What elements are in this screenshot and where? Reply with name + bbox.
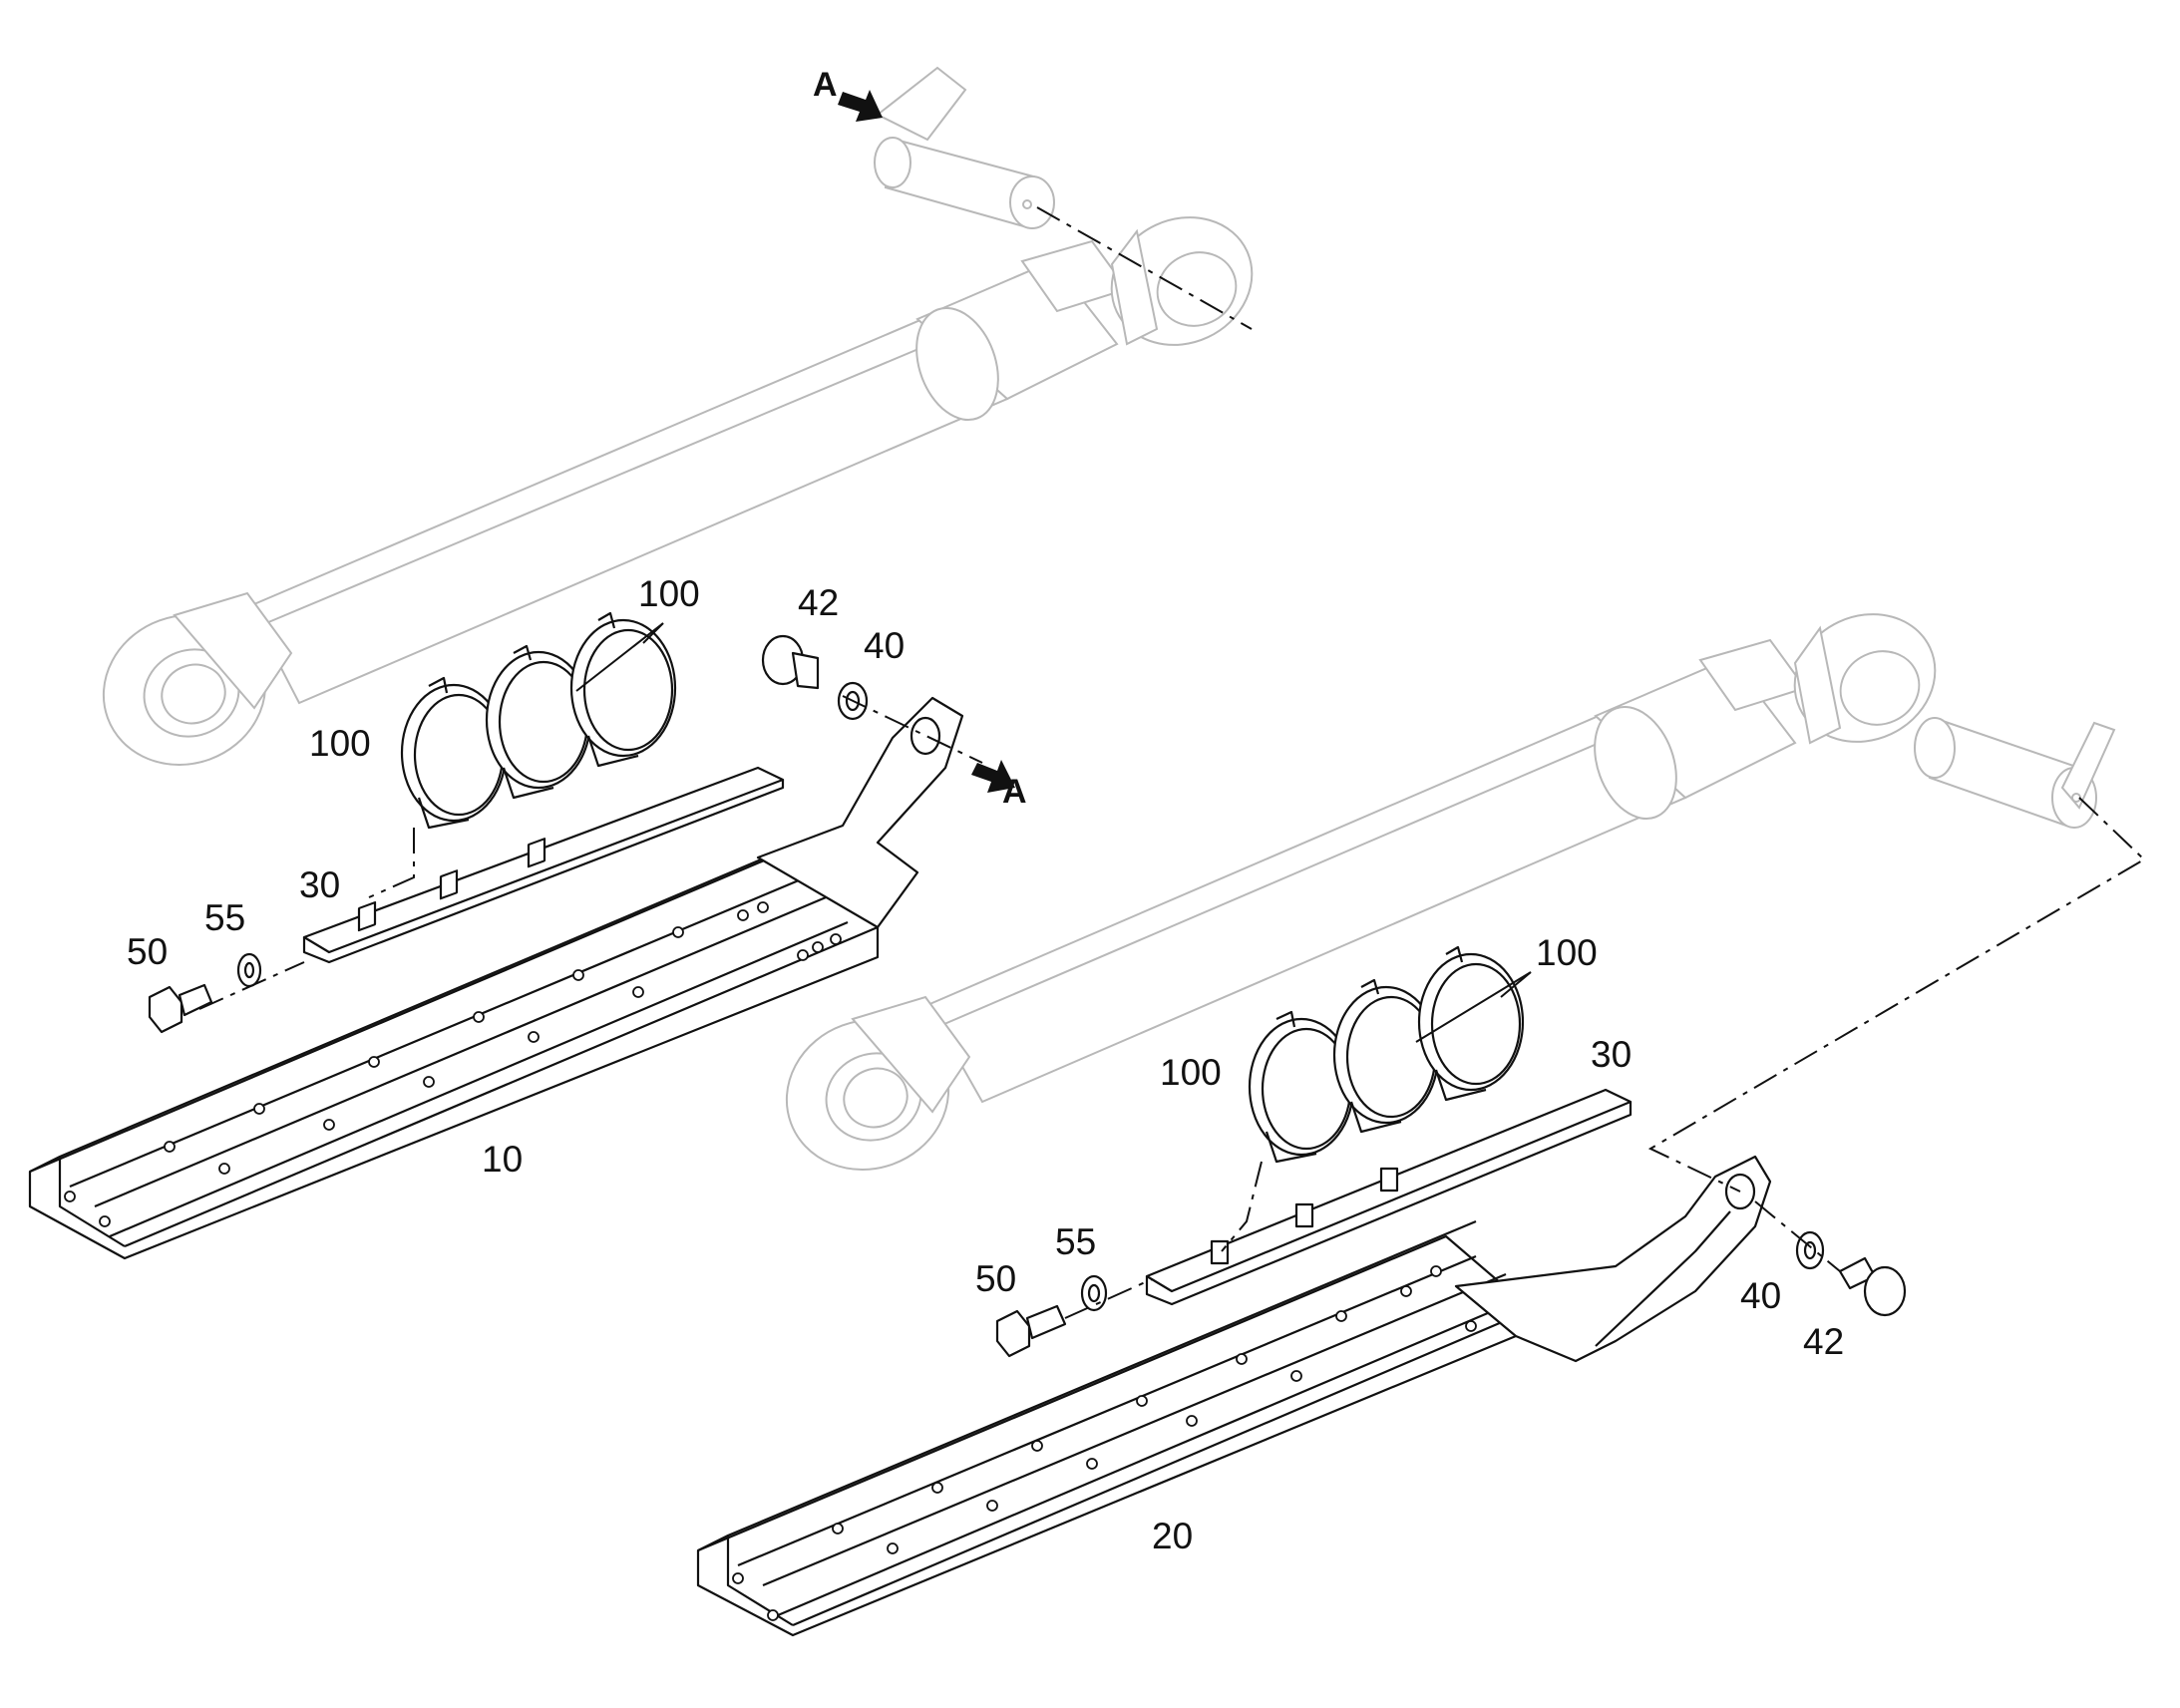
view-label-a-top: A [813, 66, 838, 104]
mounting-strip-30-right [1145, 1088, 1633, 1306]
callout-100-left-upper: 100 [638, 573, 700, 614]
callout-100-left-lower: 100 [309, 723, 371, 764]
callout-30-right: 30 [1591, 1034, 1632, 1075]
callout-50-right: 50 [975, 1258, 1016, 1299]
guard-channel-20 [696, 1155, 1772, 1637]
callout-42-right: 42 [1803, 1321, 1844, 1362]
callout-55-right: 55 [1055, 1221, 1096, 1262]
hose-clamps-100-right [1248, 945, 1525, 1164]
hydraulic-cylinder-lower-ghosted [785, 613, 2116, 1171]
callout-20: 20 [1152, 1516, 1193, 1556]
hose-clamps-100-left [400, 611, 677, 830]
callout-100-right-lower: 100 [1160, 1052, 1222, 1093]
hydraulic-cylinder-upper-ghosted [102, 66, 1254, 766]
rivets-20 [732, 1265, 1477, 1621]
bolt-42-left [761, 634, 820, 690]
mounting-strip-30-left [302, 766, 785, 964]
callout-40-right: 40 [1740, 1275, 1781, 1316]
view-arrow-right [971, 760, 1015, 793]
callout-100-right-upper: 100 [1536, 932, 1598, 973]
leader-lines [575, 622, 1532, 1043]
callout-42-left: 42 [798, 582, 839, 623]
bolt-42-right [1838, 1256, 1907, 1317]
view-arrow-top [838, 90, 883, 122]
callout-55-left: 55 [204, 897, 245, 938]
guard-channel-10 [28, 696, 964, 1260]
washer-55-left [236, 952, 262, 988]
view-label-a-right: A [1002, 773, 1027, 811]
bolt-50-right [995, 1304, 1067, 1358]
rivets-10 [64, 901, 842, 1227]
callout-50-left: 50 [127, 931, 168, 972]
callout-10: 10 [482, 1139, 523, 1180]
assembly-center-lines [198, 206, 2146, 1319]
washer-55-right [1080, 1274, 1108, 1312]
bolt-50-left [148, 983, 213, 1034]
callout-30-left: 30 [299, 864, 340, 905]
callout-40-left: 40 [864, 625, 905, 666]
washer-40-right [1795, 1230, 1825, 1270]
